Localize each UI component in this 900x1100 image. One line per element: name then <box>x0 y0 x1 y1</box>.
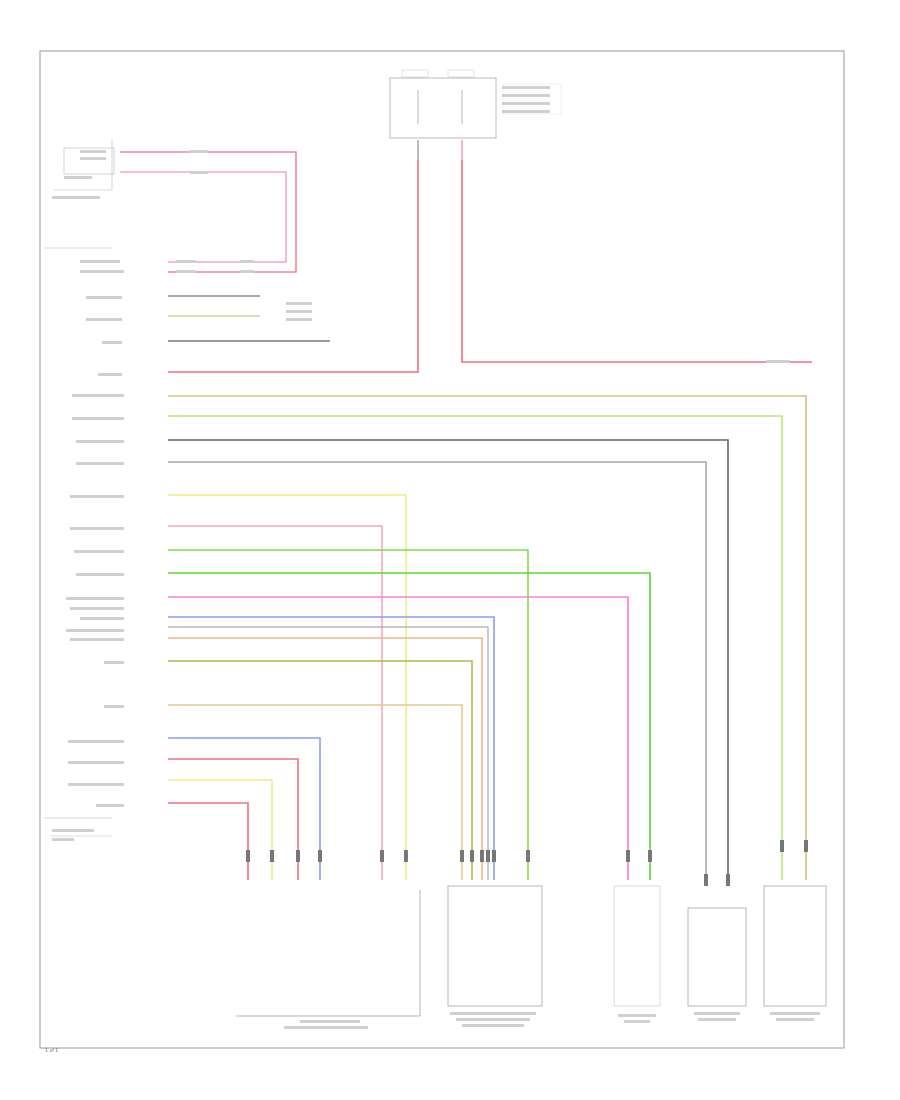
lumbar-connector <box>613 885 661 1007</box>
bottom-components <box>236 885 827 1017</box>
label-marks <box>52 86 820 1029</box>
track-switch <box>687 907 747 1007</box>
fuse-block <box>389 69 562 139</box>
switch-module <box>54 140 115 191</box>
seat-control-module <box>44 247 112 837</box>
wire-harness <box>120 140 812 880</box>
position-sensor <box>763 885 827 1007</box>
footer-code: 1 of 1 <box>45 1048 58 1054</box>
lumbar-module <box>447 885 543 1007</box>
page-frame <box>39 50 845 1049</box>
connector-pins <box>246 840 808 886</box>
